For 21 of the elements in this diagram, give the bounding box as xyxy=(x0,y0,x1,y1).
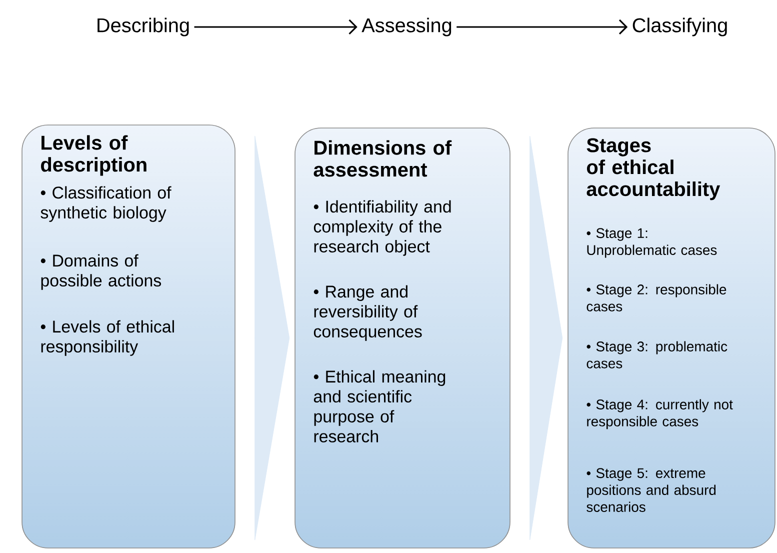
bullet-item: • Stage 2: responsible cases xyxy=(586,284,726,312)
bullet-item: • Classification of synthetic biology xyxy=(40,186,172,222)
bullet-item: • Ethical meaning and scientific purpose of research xyxy=(314,370,446,442)
bullet-item: • Domains of possible actions xyxy=(40,254,162,290)
arrow xyxy=(456,19,628,35)
step-label: Classifying xyxy=(632,18,727,36)
step-label: Assessing xyxy=(362,18,452,36)
bullet-item: • Levels of ethical responsibility xyxy=(40,320,174,356)
bullet-item: • Stage 3: problematic cases xyxy=(586,341,728,368)
bullet-item: • Range and reversibility of consequences xyxy=(314,285,422,341)
bullet-item: • Stage 1: Unproblematic cases xyxy=(586,228,717,258)
bullet-item: • Stage 5: extreme positions and absurd scenarios xyxy=(586,468,716,512)
bullet-item: • Stage 4: currently not responsible cases xyxy=(586,399,733,430)
step-label: Describing xyxy=(98,18,189,36)
box-heading: Levels of description xyxy=(41,135,146,176)
chevron-arrow xyxy=(529,136,563,540)
arrow xyxy=(194,19,358,35)
box-heading: Dimensions of assessment xyxy=(314,140,452,177)
bullet-item: • Identifiability and complexity of the research object xyxy=(314,200,451,256)
chevron-arrow xyxy=(254,136,290,540)
box-heading: Stages of ethical accountability xyxy=(586,138,720,200)
